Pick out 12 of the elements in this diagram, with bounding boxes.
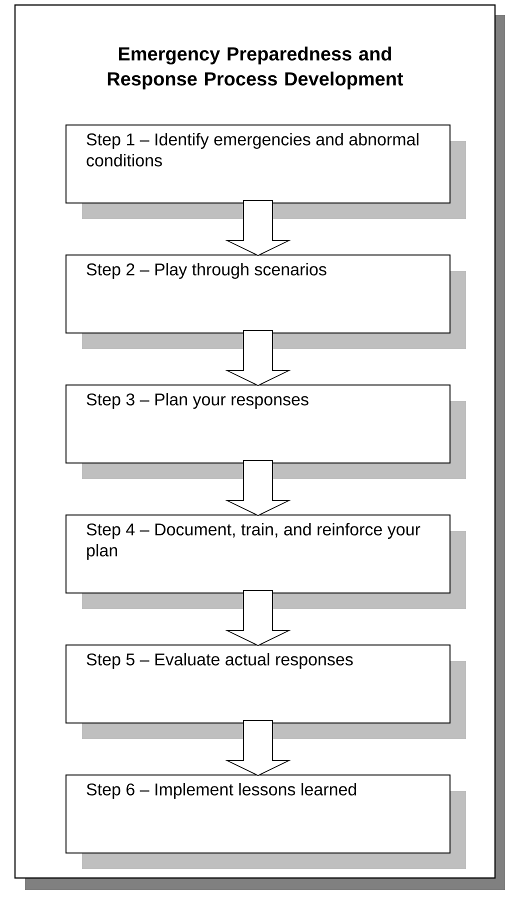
process-box: Step 4 – Document, train, and reinforce your plan (66, 514, 466, 609)
block-arrow (225, 720, 291, 776)
block-arrow (225, 590, 291, 646)
process-box: Step 6 – Implement lessons learned (66, 774, 466, 869)
block-arrow (225, 330, 291, 386)
process-box: Step 5 – Evaluate actual responses (66, 644, 466, 739)
title: Emergency Preparedness and Response Process Development (108, 46, 404, 90)
block-arrow (225, 460, 291, 516)
process-box: Step 2 – Play through scenarios (66, 254, 466, 349)
block-arrow (225, 200, 291, 256)
process-box: Step 3 – Plan your responses (66, 384, 466, 479)
process-box: Step 1 – Identify emergencies and abnormal conditions (66, 124, 466, 219)
